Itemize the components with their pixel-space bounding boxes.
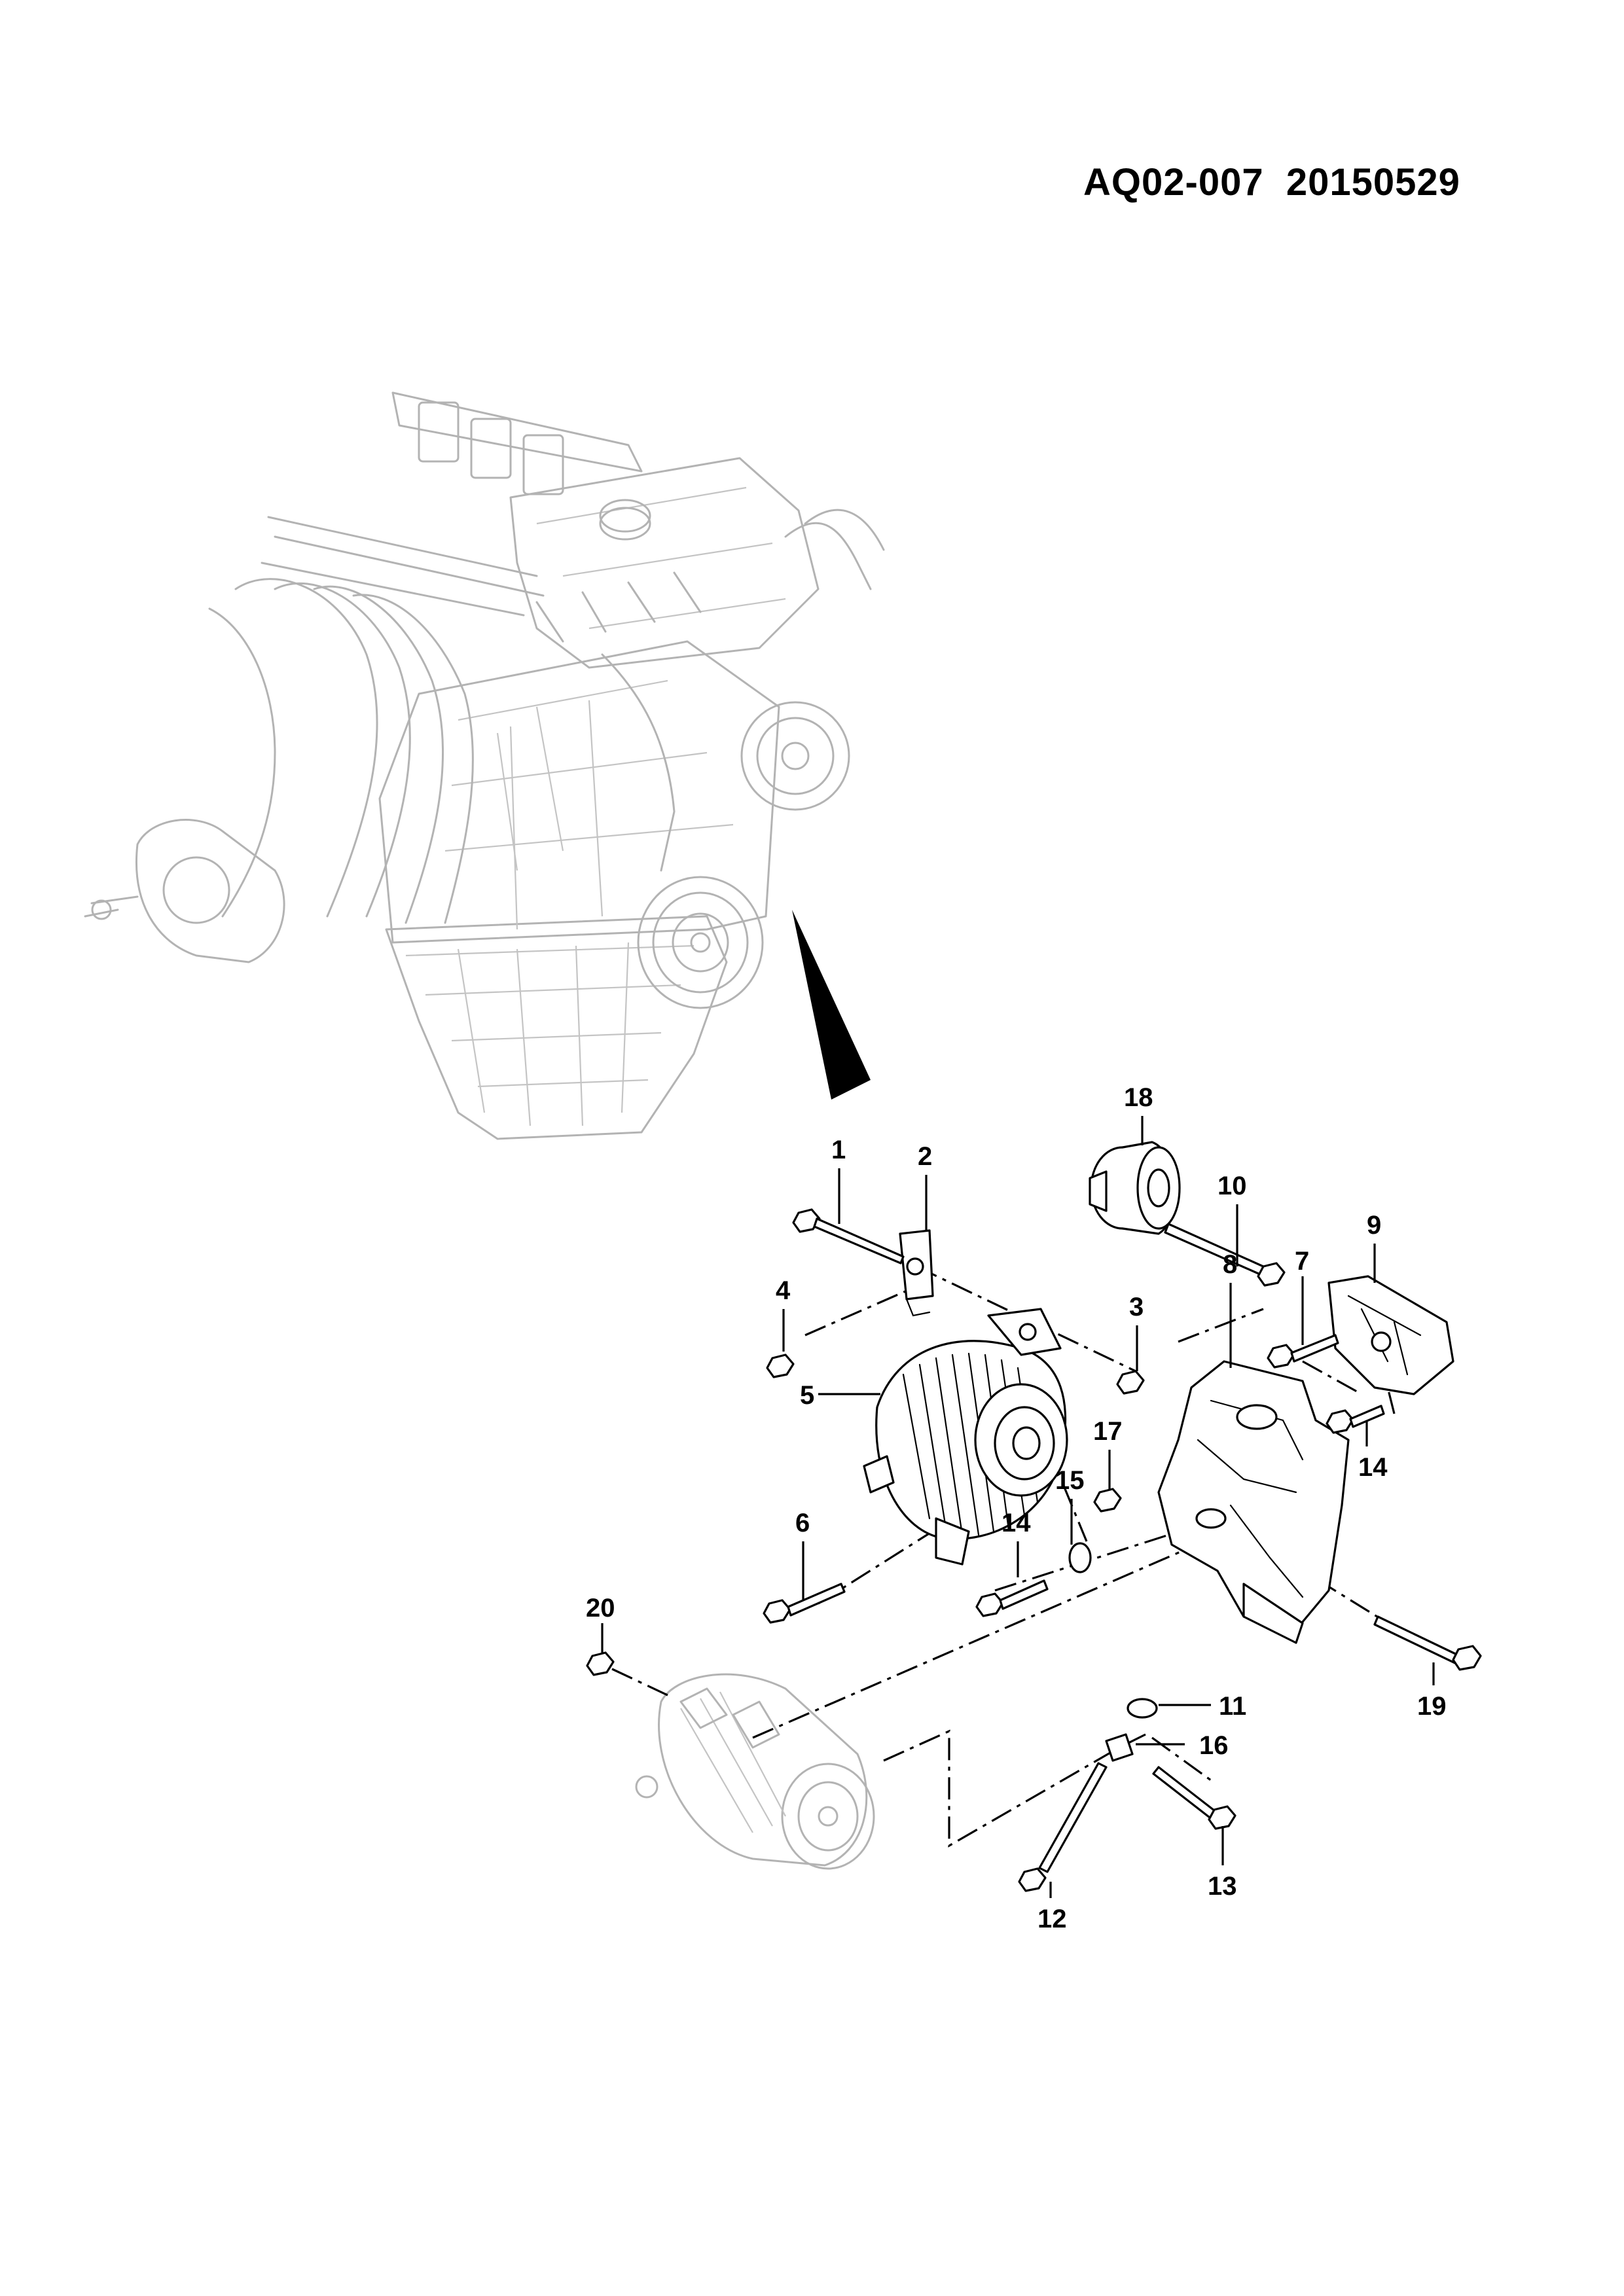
nut-part-17 xyxy=(1093,1488,1122,1513)
bolt-part-6 xyxy=(763,1583,846,1624)
mounting-bracket-part-8 xyxy=(1157,1360,1350,1644)
callout-16: 16 xyxy=(1199,1731,1229,1760)
clip-part-16 xyxy=(1105,1733,1134,1762)
callout-12: 12 xyxy=(1038,1905,1067,1933)
callout-19: 19 xyxy=(1417,1692,1447,1721)
callout-20: 20 xyxy=(586,1594,615,1623)
nut-part-4 xyxy=(766,1354,795,1378)
callout-10: 10 xyxy=(1218,1172,1247,1200)
callout-14-lower: 14 xyxy=(1001,1509,1031,1537)
alternator-part-5 xyxy=(863,1308,1068,1566)
washer-part-15 xyxy=(1068,1542,1092,1573)
callout-9: 9 xyxy=(1367,1211,1381,1240)
document-code: AQ02-007 xyxy=(1083,161,1264,204)
callout-6: 6 xyxy=(795,1509,810,1537)
callout-2: 2 xyxy=(918,1142,932,1171)
bracket-part-2 xyxy=(899,1229,934,1317)
callout-5: 5 xyxy=(800,1381,814,1410)
engine-assembly-ghost xyxy=(84,391,885,1140)
location-arrow xyxy=(792,910,871,1100)
callout-11: 11 xyxy=(1219,1692,1246,1721)
leader-lines xyxy=(601,1116,1435,1898)
cap-part-11 xyxy=(1127,1698,1158,1719)
callout-1: 1 xyxy=(831,1136,846,1164)
nut-part-3 xyxy=(1116,1370,1145,1395)
callout-14-upper: 14 xyxy=(1358,1453,1388,1482)
bolt-part-13 xyxy=(1152,1766,1236,1830)
callout-13: 13 xyxy=(1208,1872,1237,1901)
ac-compressor-ghost xyxy=(635,1673,875,1870)
document-code-header: AQ02-007 20150529 xyxy=(1083,160,1460,204)
callout-7: 7 xyxy=(1295,1247,1309,1276)
callout-15: 15 xyxy=(1055,1466,1085,1495)
fasteners xyxy=(586,1208,1482,1892)
callout-4: 4 xyxy=(776,1276,791,1305)
bolt-part-7 xyxy=(1267,1334,1339,1369)
idler-pulley-part-18 xyxy=(1089,1141,1181,1235)
bolt-part-12 xyxy=(1018,1762,1108,1892)
document-date: 20150529 xyxy=(1286,161,1460,204)
bolt-part-1 xyxy=(792,1208,905,1265)
callout-numbers: 1 2 3 4 5 6 7 8 9 10 11 12 13 14 14 15 1… xyxy=(586,1083,1447,1933)
callout-17: 17 xyxy=(1093,1417,1123,1446)
bolt-part-14-upper xyxy=(1326,1405,1385,1434)
callout-8: 8 xyxy=(1223,1250,1237,1279)
callout-3: 3 xyxy=(1129,1293,1144,1321)
bolt-part-14-lower xyxy=(975,1579,1049,1617)
nut-part-20 xyxy=(586,1651,615,1676)
bolt-part-10 xyxy=(1164,1223,1286,1287)
bracket-part-9 xyxy=(1327,1275,1454,1395)
bolt-part-19 xyxy=(1373,1615,1482,1671)
callout-18: 18 xyxy=(1124,1083,1153,1112)
